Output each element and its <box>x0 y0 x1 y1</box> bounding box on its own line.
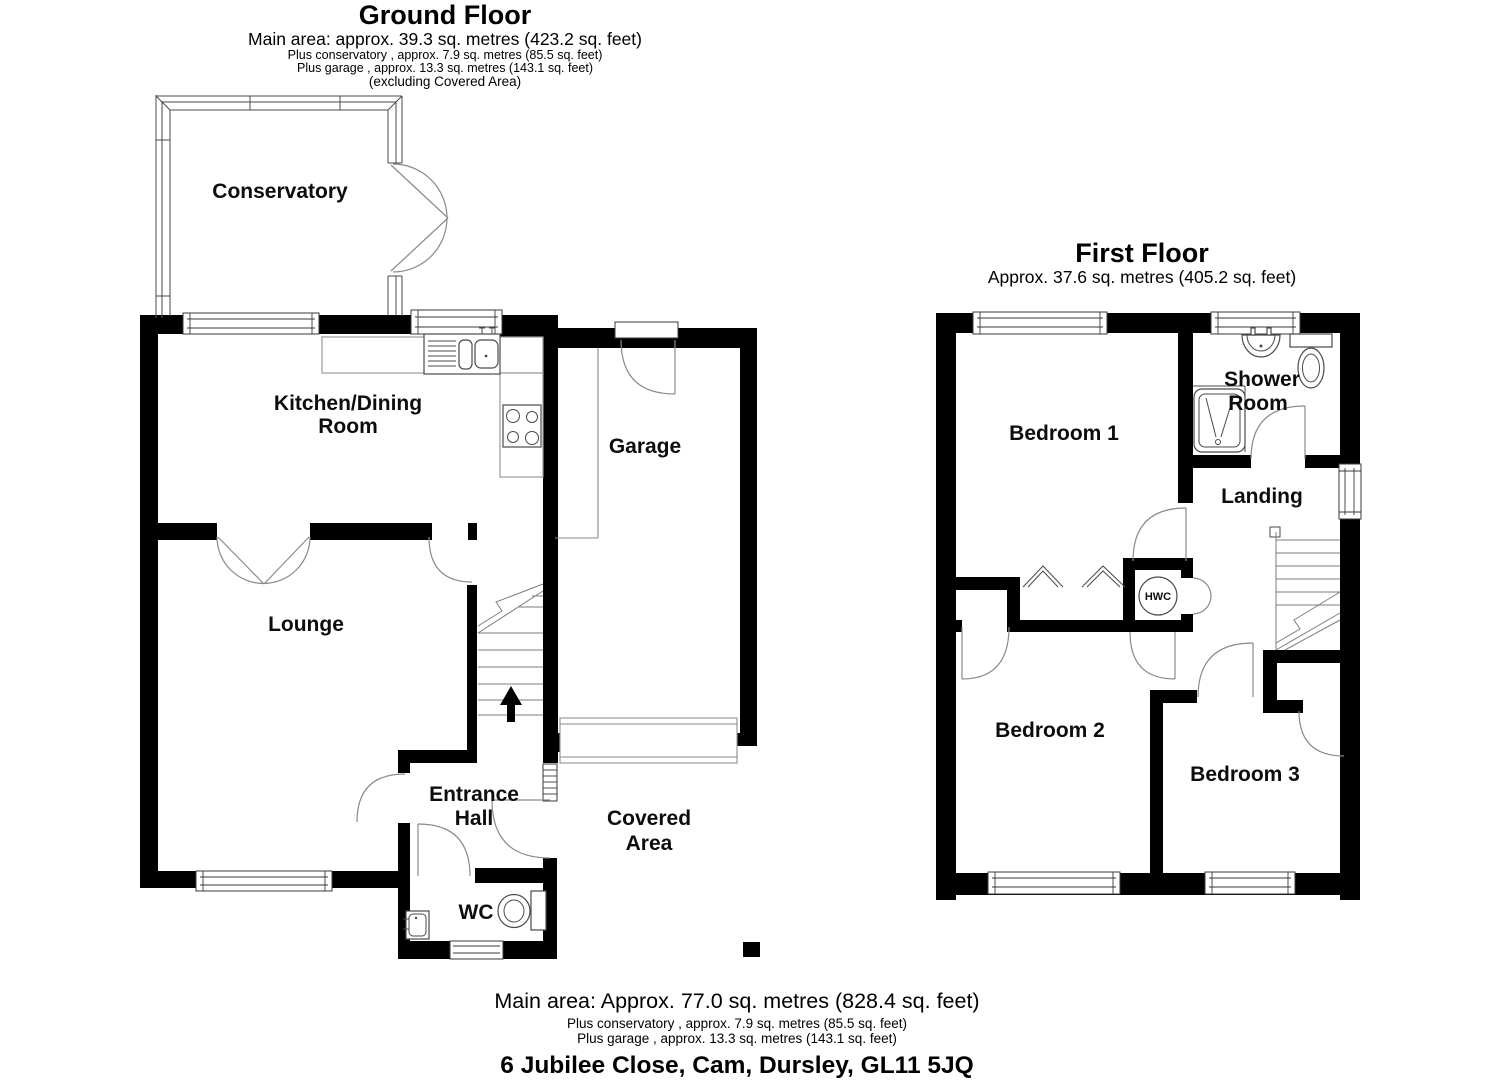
first-floor-area: Approx. 37.6 sq. metres (405.2 sq. feet) <box>988 267 1296 287</box>
front-door <box>491 763 558 859</box>
room-label-kitchen-line1: Kitchen/Dining <box>274 392 422 415</box>
room-label-covered-line2: Area <box>626 832 673 855</box>
lounge-window <box>195 870 333 892</box>
wc-fixtures <box>403 890 547 940</box>
ground-floor-plus-conservatory: Plus conservatory , approx. 7.9 sq. metr… <box>288 48 603 62</box>
hwc-label: HWC <box>1145 591 1171 603</box>
room-label-wc: WC <box>459 901 494 924</box>
first-floor-title: First Floor <box>1075 238 1209 268</box>
shower-tray <box>1193 388 1246 453</box>
ground-floor-title: Ground Floor <box>359 0 532 30</box>
room-label-garage: Garage <box>609 435 681 458</box>
ground-windows <box>182 309 504 960</box>
lounge-hall-door <box>356 773 406 823</box>
first-windows <box>972 311 1362 895</box>
garage-structure <box>555 321 738 764</box>
hall-wc-door <box>417 823 471 877</box>
bedroom2-window <box>987 871 1121 895</box>
kitchen-hall-door <box>428 536 473 583</box>
wc-basin <box>403 910 430 940</box>
room-label-hall-line1: Entrance <box>429 783 519 806</box>
kitchen-sink-window <box>410 309 503 335</box>
room-label-bedroom3: Bedroom 3 <box>1190 763 1300 786</box>
wc-window <box>449 940 504 960</box>
kitchen-fixtures <box>321 327 544 478</box>
room-label-lounge: Lounge <box>268 613 344 636</box>
kitchen-hob <box>502 404 542 448</box>
ground-floor-excluding: (excluding Covered Area) <box>369 74 521 89</box>
room-label-shower-line1: Shower <box>1224 368 1300 391</box>
ground-walls <box>140 315 760 959</box>
footer-plus-conservatory: Plus conservatory , approx. 7.9 sq. metr… <box>567 1016 907 1031</box>
bedroom1-window <box>972 311 1108 335</box>
hwc-door <box>1192 577 1212 615</box>
footer-main-area: Main area: Approx. 77.0 sq. metres (828.… <box>494 989 979 1013</box>
conservatory-french-doors <box>390 163 449 273</box>
stairs-up-arrow <box>500 686 522 722</box>
ground-floor-plan: Conservatory Kitchen/Dining Room Garage … <box>140 95 760 960</box>
garage-up-and-over-door <box>559 717 738 764</box>
hwc-cylinder: HWC <box>1138 576 1212 616</box>
landing-corridor-door <box>1129 631 1176 680</box>
garage-side-door <box>614 321 679 395</box>
shower-toilet <box>1289 333 1333 389</box>
conservatory-structure <box>155 95 449 318</box>
first-stairs <box>1269 526 1341 651</box>
ground-floor-header: Ground Floor Main area: approx. 39.3 sq.… <box>248 0 642 89</box>
room-label-bedroom1: Bedroom 1 <box>1009 422 1119 445</box>
shower-basin <box>1241 327 1281 358</box>
ground-floor-plus-garage: Plus garage , approx. 13.3 sq. metres (1… <box>297 61 593 75</box>
wc-toilet <box>497 890 547 931</box>
ground-stairs <box>477 583 544 722</box>
first-floor-header: First Floor Approx. 37.6 sq. metres (405… <box>988 238 1296 287</box>
bedroom1-wardrobes <box>1022 565 1126 588</box>
room-label-landing: Landing <box>1221 485 1303 508</box>
bedroom3-cupboard-door <box>1298 710 1345 757</box>
room-label-hall-line2: Hall <box>455 807 494 830</box>
kitchen-rear-window <box>182 312 320 335</box>
room-label-shower-line2: Room <box>1228 392 1288 415</box>
first-floor-plan: HWC Bedroom 1 Shower Room Landing Bedroo… <box>936 311 1362 900</box>
room-label-covered-line1: Covered <box>607 807 691 830</box>
stairs-newel-post <box>1269 526 1281 538</box>
room-label-bedroom2: Bedroom 2 <box>995 719 1105 742</box>
bedroom1-door <box>1132 507 1187 562</box>
room-label-conservatory: Conservatory <box>212 180 348 203</box>
bedroom3-door <box>1197 642 1254 698</box>
shower-room-fixtures <box>1193 327 1333 453</box>
footer-address: 6 Jubilee Close, Cam, Dursley, GL11 5JQ <box>500 1052 973 1079</box>
ground-floor-area: Main area: approx. 39.3 sq. metres (423.… <box>248 29 642 49</box>
room-label-kitchen-line2: Room <box>318 415 378 438</box>
kitchen-sink <box>423 327 501 375</box>
bedroom3-window <box>1204 871 1296 895</box>
footer-plus-garage: Plus garage , approx. 13.3 sq. metres (1… <box>577 1031 897 1046</box>
ground-doors <box>216 536 558 877</box>
footer-block: Main area: Approx. 77.0 sq. metres (828.… <box>494 989 979 1079</box>
bedroom2-door <box>961 626 1010 680</box>
first-doors <box>961 405 1345 757</box>
shower-room-door <box>1250 405 1306 460</box>
landing-window <box>1338 463 1362 520</box>
kitchen-lounge-double-doors <box>216 536 311 585</box>
